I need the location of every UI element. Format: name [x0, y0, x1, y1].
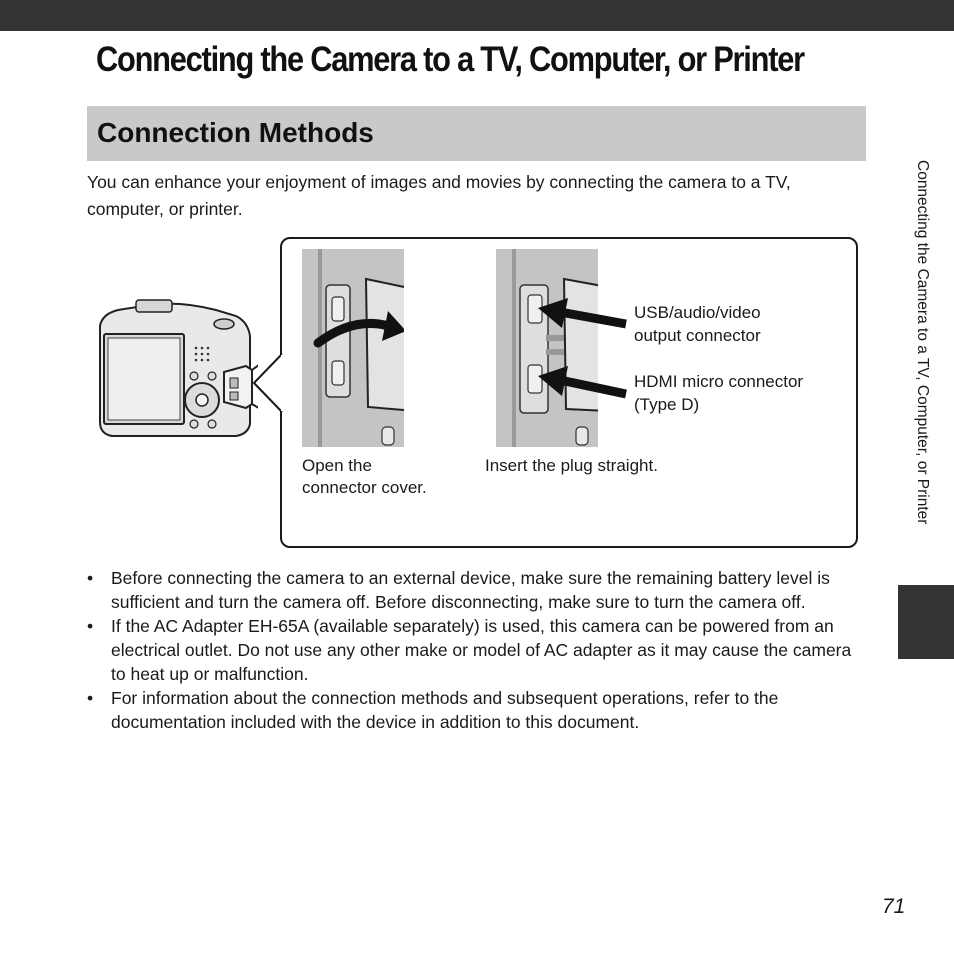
- list-item: • If the AC Adapter EH-65A (available sep…: [87, 614, 867, 686]
- callout-pointer: [252, 353, 284, 413]
- usb-connector-label-line2: output connector: [634, 326, 761, 345]
- list-item-text: Before connecting the camera to an exter…: [111, 568, 830, 612]
- top-header-bar: [0, 0, 954, 31]
- insert-arrows: [538, 298, 627, 399]
- list-item-text: For information about the connection met…: [111, 688, 779, 732]
- section-heading-band: Connection Methods: [87, 106, 866, 161]
- camera-back-illustration: [99, 299, 258, 437]
- list-item: • For information about the connection me…: [87, 686, 867, 734]
- bullet-icon: •: [87, 568, 94, 588]
- page-title: Connecting the Camera to a TV, Computer,…: [96, 40, 805, 79]
- side-chapter-label: Connecting the Camera to a TV, Computer,…: [914, 160, 931, 525]
- connector-panel-illustration: [302, 249, 404, 447]
- connector-panel-insert-illustration: [496, 249, 598, 447]
- step2-label: Insert the plug straight.: [485, 456, 658, 475]
- step1-label-line1: Open the: [302, 456, 372, 475]
- bullet-icon: •: [87, 688, 94, 708]
- hdmi-connector-label-line1: HDMI micro connector: [634, 372, 804, 391]
- usb-connector-label-line1: USB/audio/video: [634, 303, 761, 322]
- list-item-text: If the AC Adapter EH-65A (available sepa…: [111, 616, 852, 684]
- intro-paragraph: You can enhance your enjoyment of images…: [87, 172, 791, 219]
- step1-label-line2: connector cover.: [302, 478, 427, 497]
- page-number: 71: [882, 895, 906, 918]
- bullet-icon: •: [87, 616, 94, 636]
- notes-list: • Before connecting the camera to an exte…: [87, 566, 867, 734]
- side-chapter-tab: [898, 585, 954, 659]
- list-item: • Before connecting the camera to an exte…: [87, 566, 867, 614]
- hdmi-connector-label-line2: (Type D): [634, 395, 700, 414]
- section-title: Connection Methods: [97, 117, 374, 148]
